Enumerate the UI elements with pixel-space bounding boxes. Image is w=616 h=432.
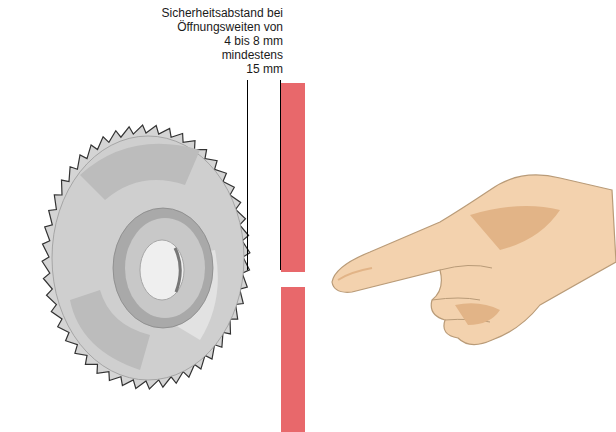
note-text: 4 bis 8 mm <box>224 34 283 48</box>
guard-bar-lower <box>281 287 305 432</box>
hub <box>125 218 205 318</box>
leader-line <box>280 80 281 270</box>
hand-shading <box>455 206 560 325</box>
hole-shadow <box>175 248 180 292</box>
pointing-hand <box>332 175 616 345</box>
saw-teeth <box>42 125 250 389</box>
guard-bar-upper <box>281 83 305 272</box>
fingertip-shade <box>338 268 372 280</box>
hub-ring <box>113 208 213 328</box>
note-text: Öffnungsweiten von <box>177 20 283 34</box>
note-text: Sicherheitsabstand bei <box>162 6 283 20</box>
blade-body <box>52 136 244 380</box>
note-text: mindestens <box>222 48 283 62</box>
arbor-hole <box>140 240 184 300</box>
leader-line <box>247 80 248 270</box>
saw-blade <box>42 125 250 389</box>
blade-shading <box>80 144 200 200</box>
hand-shape <box>332 175 616 345</box>
note-text: 15 mm <box>246 62 283 76</box>
